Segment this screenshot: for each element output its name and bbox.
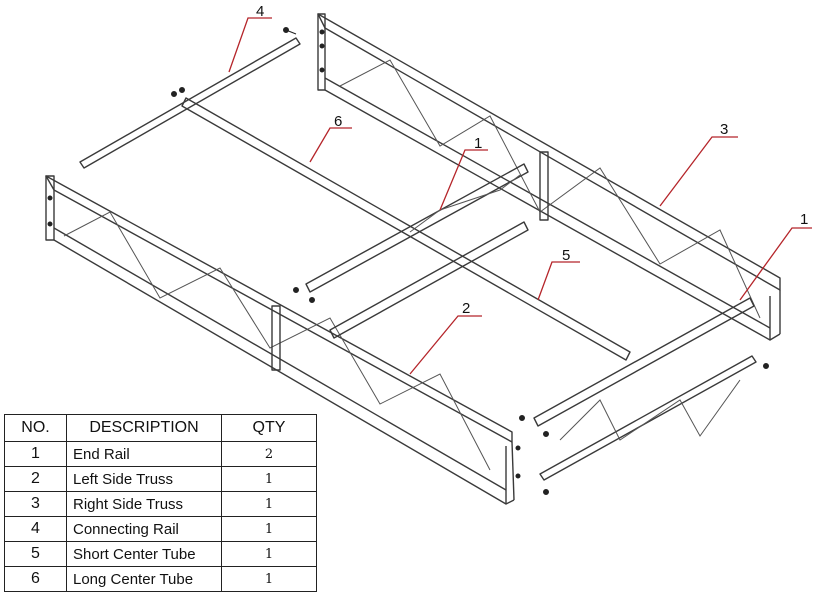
cell-no: 6 — [4, 566, 67, 592]
callout-1-center: 1 — [474, 135, 482, 152]
cell-qty: 1 — [221, 466, 317, 492]
end-rail-center — [293, 163, 529, 303]
cell-qty: 1 — [221, 516, 317, 542]
table-row: 4 Connecting Rail 1 — [4, 516, 317, 542]
left-side-truss — [45, 175, 521, 505]
cell-qty: 1 — [221, 541, 317, 567]
cell-qty: 2 — [221, 441, 317, 467]
cell-description: Right Side Truss — [66, 491, 222, 517]
cell-no: 5 — [4, 541, 67, 567]
cell-description: Long Center Tube — [66, 566, 222, 592]
cell-no: 3 — [4, 491, 67, 517]
right-side-truss — [317, 13, 781, 341]
header-description: DESCRIPTION — [66, 414, 222, 442]
cell-description: Connecting Rail — [66, 516, 222, 542]
table-row: 1 End Rail 2 — [4, 441, 317, 467]
parts-list-table: NO. DESCRIPTION QTY 1 End Rail 2 2 Left … — [4, 414, 317, 592]
connecting-rail — [79, 27, 301, 169]
cell-description: Left Side Truss — [66, 466, 222, 492]
callout-5: 5 — [562, 247, 570, 264]
callout-2: 2 — [462, 300, 470, 317]
end-rail-right — [519, 297, 769, 495]
callout-6: 6 — [334, 113, 342, 130]
table-row: 6 Long Center Tube 1 — [4, 566, 317, 592]
cell-description: Short Center Tube — [66, 541, 222, 567]
callout-1-right: 1 — [800, 211, 808, 228]
cell-qty: 1 — [221, 491, 317, 517]
table-row: 2 Left Side Truss 1 — [4, 466, 317, 492]
cell-no: 4 — [4, 516, 67, 542]
header-no: NO. — [4, 414, 67, 442]
header-qty: QTY — [221, 414, 317, 442]
leader-lines — [228, 17, 812, 375]
cell-no: 1 — [4, 441, 67, 467]
callout-4: 4 — [256, 3, 264, 20]
table-row: 3 Right Side Truss 1 — [4, 491, 317, 517]
short-center-tube — [329, 221, 529, 339]
long-center-tube — [181, 97, 631, 361]
cell-description: End Rail — [66, 441, 222, 467]
table-row: 5 Short Center Tube 1 — [4, 541, 317, 567]
table-header-row: NO. DESCRIPTION QTY — [4, 414, 317, 442]
cell-qty: 1 — [221, 566, 317, 592]
callout-3: 3 — [720, 121, 728, 138]
cell-no: 2 — [4, 466, 67, 492]
